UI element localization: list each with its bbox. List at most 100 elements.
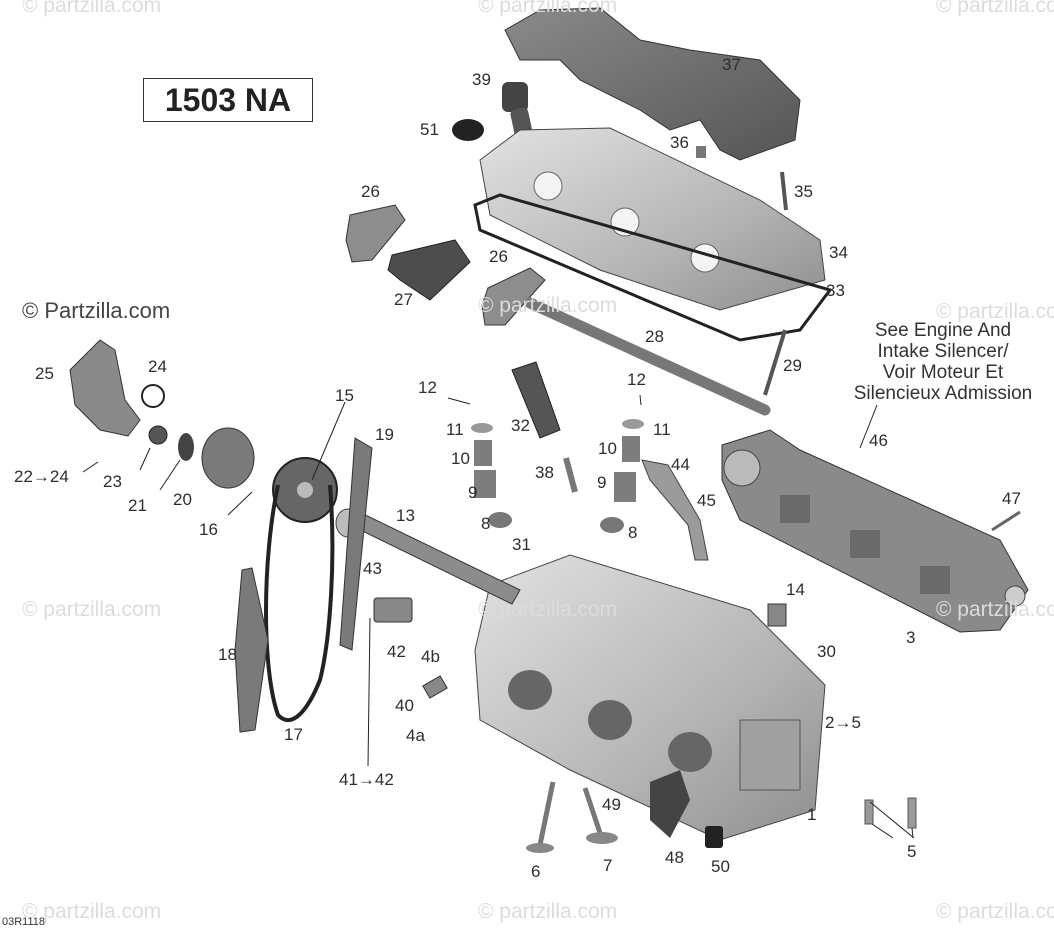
- part-24-o-ring: [141, 384, 165, 408]
- watermark: © partzilla.com: [22, 900, 162, 923]
- part-label: 11: [446, 420, 464, 439]
- part-20-cover: [201, 427, 255, 489]
- part-35-bolt: [780, 171, 788, 211]
- part-label: 12: [627, 370, 646, 389]
- part-50-plug: [705, 826, 723, 848]
- part-label: 4b: [421, 647, 440, 666]
- part-26-rocker-arm: [345, 204, 406, 263]
- part-label: 20: [173, 490, 192, 509]
- part-label: 45: [697, 491, 716, 510]
- part-9-10-springs-right: [600, 419, 644, 533]
- part-19-chain-guide: [339, 437, 373, 651]
- part-37-heat-shield: [504, 7, 801, 161]
- part-47-screw: [991, 510, 1021, 532]
- part-label: 8: [481, 514, 491, 533]
- watermark: © partzilla.com: [478, 294, 618, 317]
- part-23-seal: [148, 425, 168, 445]
- part-label: 24: [148, 357, 167, 376]
- part-label: 51: [420, 120, 439, 139]
- part-7-valve: [582, 787, 603, 834]
- part-label: 38: [535, 463, 554, 482]
- part-label: 23: [103, 472, 122, 491]
- part-label: 37: [722, 55, 741, 74]
- watermark: © partzilla.com: [936, 0, 1054, 17]
- part-28-rocker-shaft: [524, 297, 771, 416]
- part-label: 16: [199, 520, 218, 539]
- part-label: 30: [817, 642, 836, 661]
- part-label: 2→5: [825, 713, 861, 732]
- part-26-rocker-arm-b: [481, 267, 546, 326]
- part-label: 35: [794, 182, 813, 201]
- part-27-rocker-arm: [387, 239, 471, 301]
- part-label: 14: [786, 580, 805, 599]
- part-label: 21: [128, 496, 147, 515]
- part-1-cylinder-head: [474, 554, 826, 841]
- part-label: 10: [451, 449, 470, 468]
- part-label: 6: [531, 862, 541, 881]
- watermark: © partzilla.com: [22, 598, 162, 621]
- watermark: © partzilla.com: [22, 0, 162, 17]
- model-title: 1503 NA: [143, 78, 313, 122]
- part-29-bolt: [763, 329, 787, 396]
- part-label: 28: [645, 327, 664, 346]
- part-18-chain-guide: [234, 567, 269, 733]
- part-label: 40: [395, 696, 414, 715]
- note-line: See Engine And: [874, 320, 1012, 341]
- part-label: 17: [284, 725, 303, 744]
- part-17-timing-chain: [264, 484, 335, 723]
- part-32-tube: [511, 361, 561, 439]
- part-label: 13: [396, 506, 415, 525]
- part-label: 19: [375, 425, 394, 444]
- part-label: 43: [363, 559, 382, 578]
- part-label: 49: [602, 795, 621, 814]
- part-label: 50: [711, 857, 730, 876]
- watermark: © partzilla.com: [478, 598, 618, 621]
- part-40-sensor: [422, 675, 448, 699]
- part-label: 39: [472, 70, 491, 89]
- part-label: 4a: [406, 726, 425, 745]
- part-label: 48: [665, 848, 684, 867]
- part-label: 12: [418, 378, 437, 397]
- note-line: Silencieux Admission: [853, 383, 1033, 404]
- part-44-bracket: [641, 459, 709, 561]
- watermark: © partzilla.com: [936, 900, 1054, 923]
- part-6-valve: [537, 781, 556, 846]
- part-label: 42: [387, 642, 406, 661]
- part-label: 22→24: [14, 467, 69, 486]
- part-label: 26: [489, 247, 508, 266]
- part-label: 34: [829, 243, 848, 262]
- watermark: © partzilla.com: [478, 900, 618, 923]
- part-label: 27: [394, 290, 413, 309]
- part-label: 9: [468, 483, 478, 502]
- watermark-brand: © Partzilla.com: [22, 298, 171, 323]
- note-line: Intake Silencer/: [877, 341, 1009, 362]
- part-label: 9: [597, 473, 607, 492]
- part-label: 11: [653, 420, 671, 439]
- part-label: 46: [869, 431, 888, 450]
- part-label: 29: [783, 356, 802, 375]
- note-line: Voir Moteur Et: [882, 362, 1004, 383]
- leader-lines: [82, 394, 915, 839]
- part-label: 33: [826, 281, 845, 300]
- part-label: 10: [598, 439, 617, 458]
- part-label: 25: [35, 364, 54, 383]
- part-label: 44: [671, 455, 690, 474]
- part-label: 1: [807, 805, 817, 824]
- part-14-bracket: [767, 603, 787, 627]
- part-label: 18: [218, 645, 237, 664]
- part-label: 3: [906, 628, 916, 647]
- part-label: 26: [361, 182, 380, 201]
- part-42-sensor: [373, 597, 413, 623]
- part-48-bracket: [650, 770, 690, 838]
- part-38-spark-plug: [563, 457, 578, 493]
- part-label: 8: [628, 523, 638, 542]
- watermark: © partzilla.com: [936, 598, 1054, 621]
- part-33-gasket: [473, 193, 833, 342]
- part-label: 47: [1002, 489, 1021, 508]
- part-label: 36: [670, 133, 689, 152]
- watermark: © partzilla.com: [478, 0, 618, 17]
- part-label: 41→42: [339, 770, 394, 789]
- watermark: © partzilla.com: [936, 300, 1054, 323]
- part-label: 32: [511, 416, 530, 435]
